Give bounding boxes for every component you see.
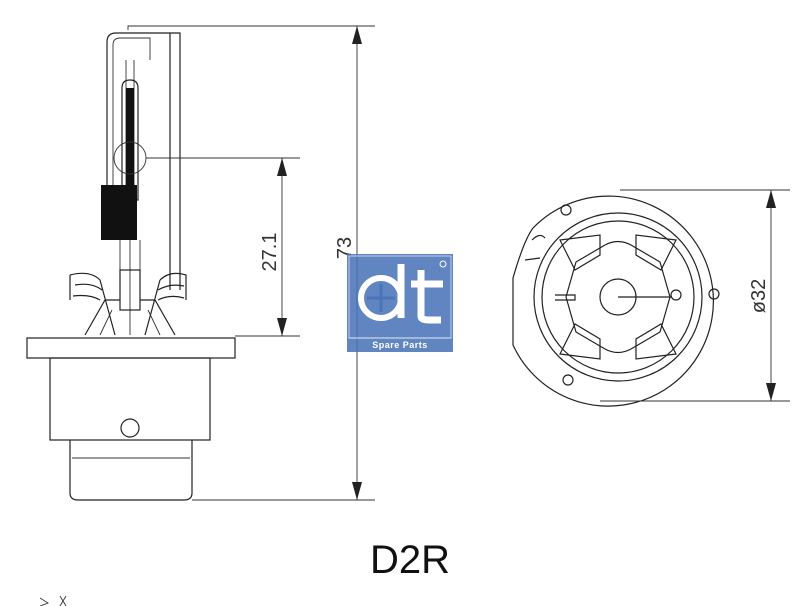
bulb-side-view: [26, 25, 236, 501]
logo-caption: Spare Parts: [372, 340, 428, 350]
arc-filament: [126, 88, 134, 190]
bulb-front-view: [512, 195, 720, 407]
dimension-overall-length: 73: [334, 237, 356, 259]
corner-marks: [39, 595, 67, 606]
shield-band: [101, 185, 137, 240]
dimension-arc-height: 27.1: [259, 233, 281, 272]
dimension-base-diameter: ø32: [748, 279, 770, 313]
dimension-lines-front: [600, 189, 790, 402]
model-label: D2R: [370, 538, 451, 582]
dt-spare-parts-logo: Spare Parts: [347, 254, 453, 352]
